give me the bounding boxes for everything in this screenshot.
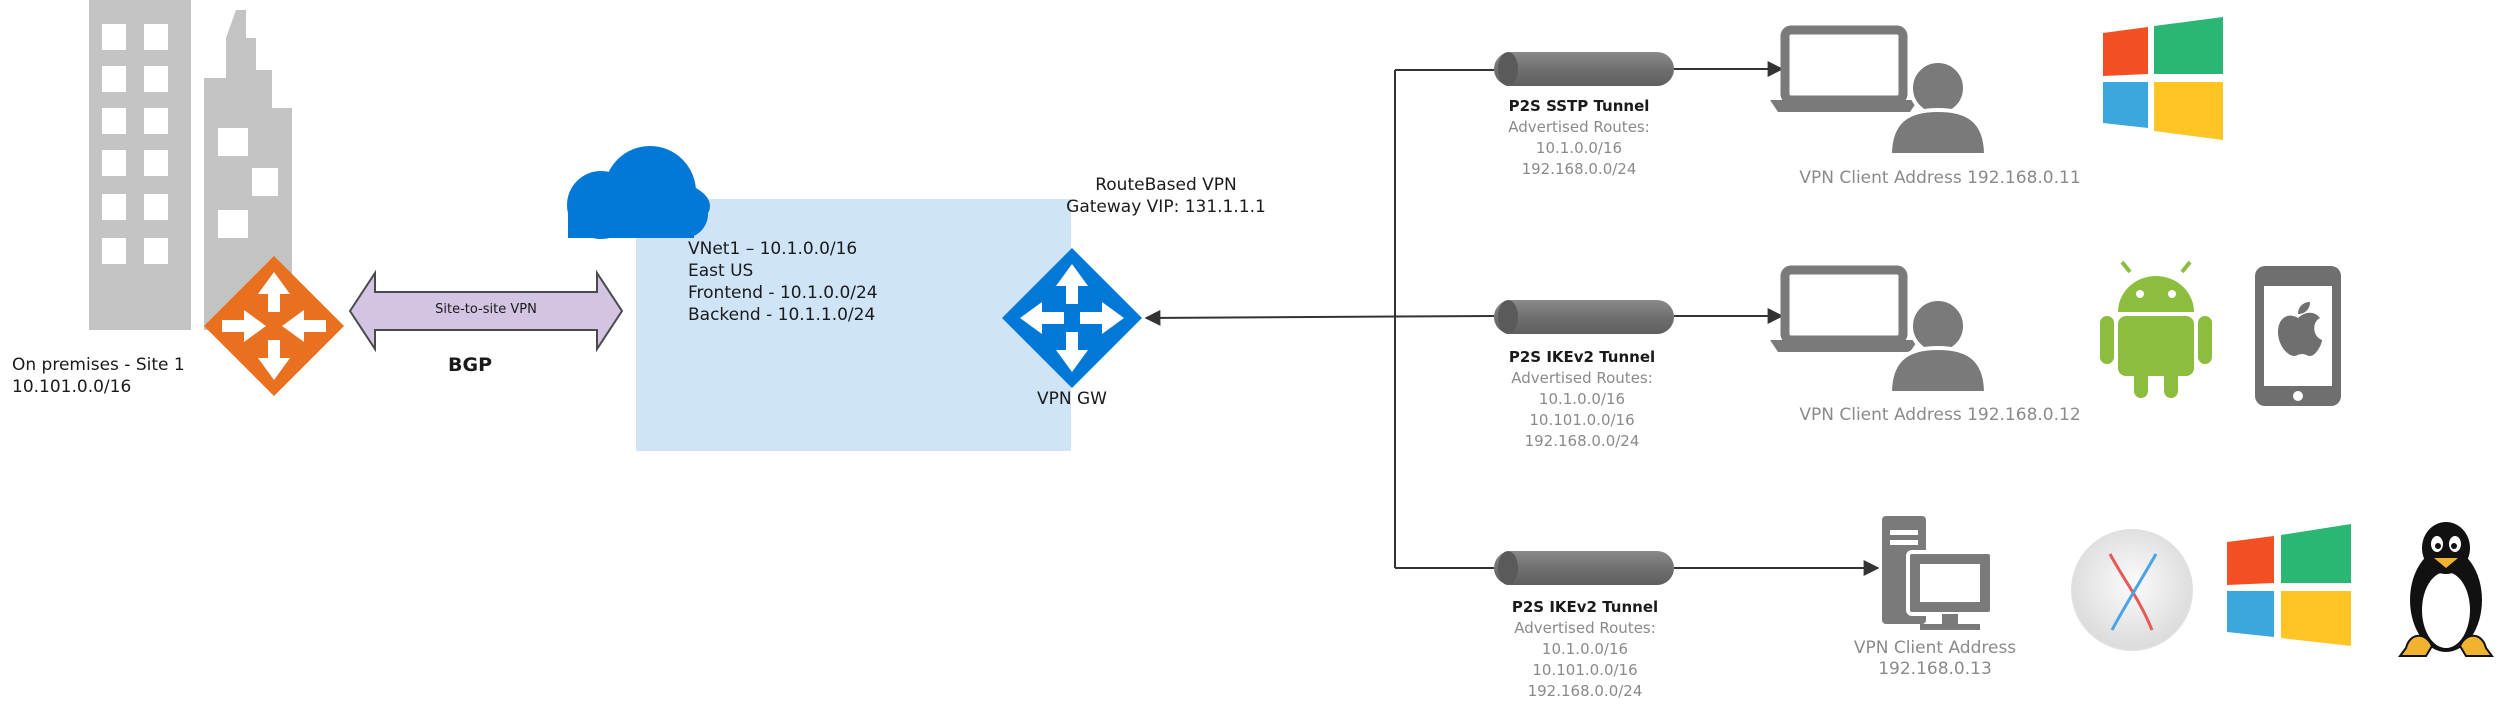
tunnel-routes-heading: Advertised Routes: <box>1508 118 1650 136</box>
vnet-backend-subnet: Backend - 10.1.1.0/24 <box>688 305 876 325</box>
client-address-value: 192.168.0.13 <box>1878 659 1992 679</box>
tunnel-title: P2S SSTP Tunnel <box>1508 97 1650 115</box>
linux-tux-icon <box>2398 522 2494 657</box>
tunnel-route: 10.1.0.0/16 <box>1535 139 1623 157</box>
macos-icon <box>2071 529 2193 651</box>
tunnel-1-info: P2S SSTP Tunnel Advertised Routes: 10.1.… <box>1508 96 1650 180</box>
user-icon <box>1887 297 1989 395</box>
building-icon <box>89 0 292 330</box>
windows-logo-icon <box>2227 524 2351 646</box>
tunnel-route: 10.1.0.0/16 <box>1538 390 1626 408</box>
tunnel-title: P2S IKEv2 Tunnel <box>1508 348 1656 366</box>
tunnel-routes-heading: Advertised Routes: <box>1511 369 1653 387</box>
gateway-vip: Gateway VIP: 131.1.1.1 <box>1066 197 1266 217</box>
tunnel-pipe-3 <box>1494 551 1674 585</box>
vnet-region: East US <box>688 261 754 281</box>
site-to-site-label: Site-to-site VPN <box>435 302 537 317</box>
onprem-address: 10.101.0.0/16 <box>12 377 132 397</box>
client-3-address: VPN Client Address 192.168.0.13 <box>1854 638 2016 680</box>
onprem-router-icon <box>204 256 344 396</box>
bgp-label: BGP <box>447 354 493 376</box>
client-2-address: VPN Client Address 192.168.0.12 <box>1799 405 2081 425</box>
tunnel-pipe-2 <box>1494 300 1674 334</box>
desktop-computer-icon <box>1882 516 1994 630</box>
tunnel-route: 10.101.0.0/16 <box>1529 411 1635 429</box>
gateway-connector-lines <box>1144 69 1495 569</box>
onprem-name: On premises - Site 1 <box>12 355 185 375</box>
client-address-label: VPN Client Address <box>1853 638 2017 658</box>
tunnel-routes-heading: Advertised Routes: <box>1514 619 1656 637</box>
onprem-label: On premises - Site 1 10.101.0.0/16 <box>12 354 185 398</box>
laptop-icon <box>1770 265 1918 352</box>
windows-logo-icon <box>2103 17 2223 140</box>
vnet-frontend-subnet: Frontend - 10.1.0.0/24 <box>688 283 878 303</box>
gateway-type: RouteBased VPN <box>1095 175 1237 195</box>
vnet-name: VNet1 – 10.1.0.0/16 <box>688 239 858 259</box>
user-icon <box>1887 59 1989 157</box>
tunnel-route: 10.1.0.0/16 <box>1541 640 1629 658</box>
client-1-address: VPN Client Address 192.168.0.11 <box>1799 168 2081 188</box>
cloud-icon <box>567 146 710 239</box>
tunnel-route: 10.101.0.0/16 <box>1532 661 1638 679</box>
laptop-icon <box>1770 25 1918 112</box>
tunnel-pipe-1 <box>1494 52 1674 86</box>
tunnel-to-client-arrows <box>1674 61 1880 576</box>
tunnel-route: 192.168.0.0/24 <box>1524 432 1640 450</box>
tunnel-3-info: P2S IKEv2 Tunnel Advertised Routes: 10.1… <box>1512 597 1658 702</box>
tunnel-title: P2S IKEv2 Tunnel <box>1511 598 1659 616</box>
site-to-site-arrow <box>348 269 624 353</box>
vpn-gateway-icon <box>1002 248 1142 388</box>
gateway-name: VPN GW <box>1037 389 1107 409</box>
android-icon <box>2100 260 2212 398</box>
gateway-info: RouteBased VPN Gateway VIP: 131.1.1.1 <box>1066 174 1266 218</box>
vnet-details: VNet1 – 10.1.0.0/16 East US Frontend - 1… <box>688 238 878 326</box>
vnet-box <box>636 199 1071 451</box>
tunnel-route: 192.168.0.0/24 <box>1527 682 1643 700</box>
tunnel-route: 192.168.0.0/24 <box>1521 160 1637 178</box>
tunnel-2-info: P2S IKEv2 Tunnel Advertised Routes: 10.1… <box>1509 347 1655 452</box>
iphone-icon <box>2255 266 2341 406</box>
